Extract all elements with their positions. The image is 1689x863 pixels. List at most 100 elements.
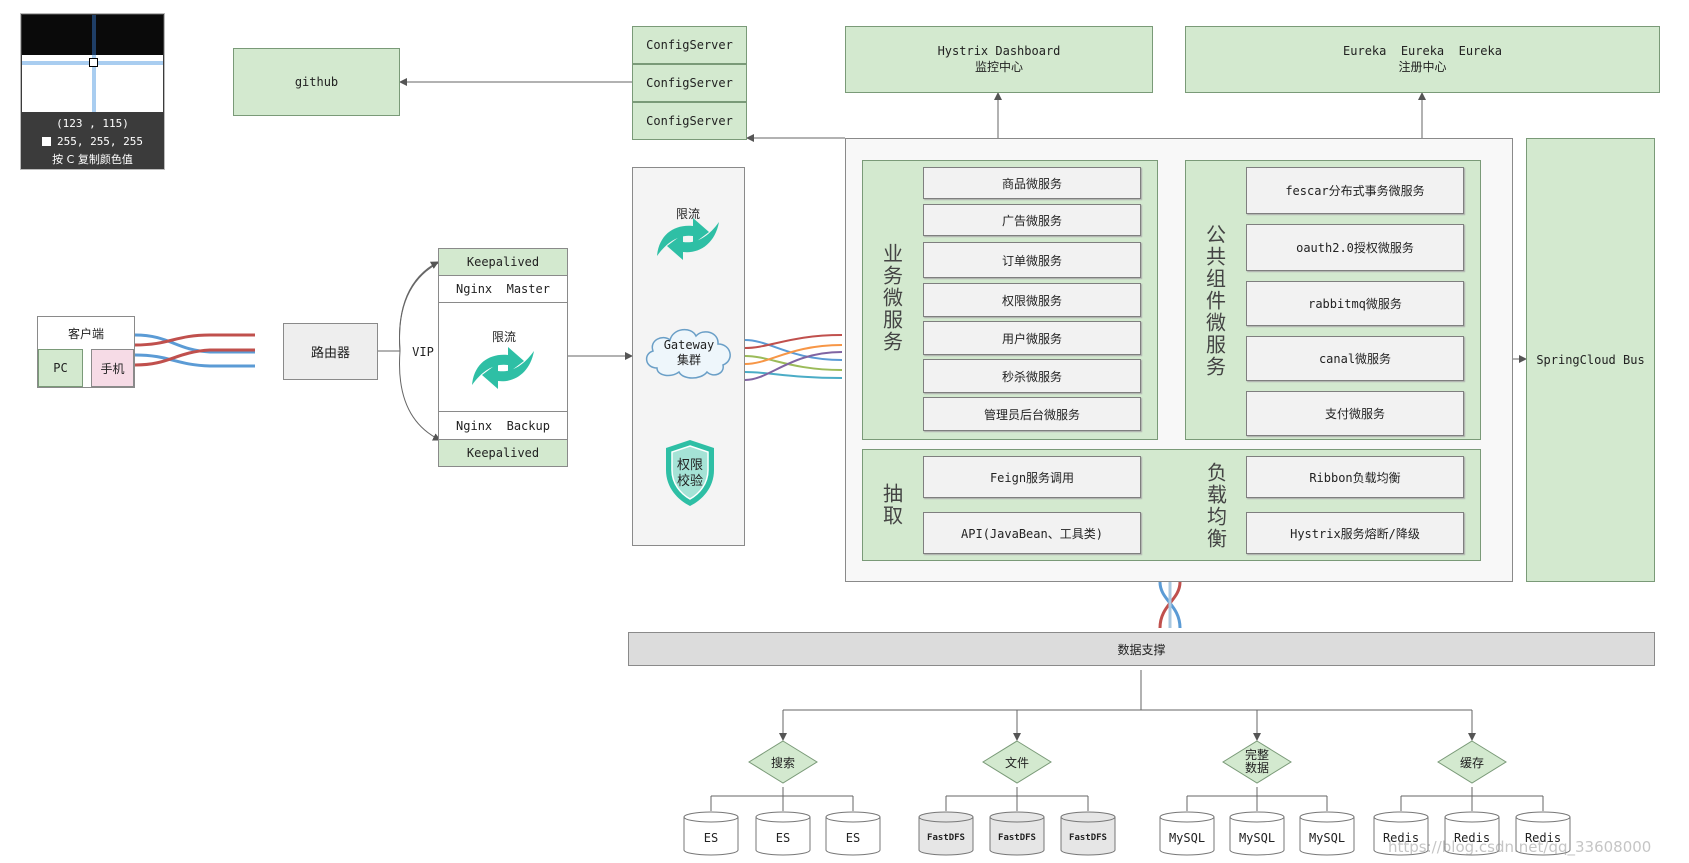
category-label: 搜索 bbox=[770, 755, 795, 770]
magnifier-preview bbox=[22, 15, 163, 112]
database-label: ES bbox=[703, 831, 719, 845]
category-label: 文件 bbox=[1004, 755, 1029, 770]
microservice-container: 业务微服务 商品微服务 广告微服务 订单微服务 权限微服务 用户微服务 秒杀微服… bbox=[845, 138, 1513, 582]
database-cylinder: Redis bbox=[1444, 811, 1500, 856]
github-label: github bbox=[294, 75, 339, 89]
service-user: 用户微服务 bbox=[923, 321, 1141, 355]
service-fescar: fescar分布式事务微服务 bbox=[1246, 167, 1464, 214]
config-server-2: ConfigServer bbox=[632, 64, 747, 102]
database-cylinder: FastDFS bbox=[1060, 811, 1116, 856]
service-product: 商品微服务 bbox=[923, 167, 1141, 199]
database-cylinder: ES bbox=[755, 811, 811, 856]
common-services-panel: 公共组件微服务 fescar分布式事务微服务 oauth2.0授权微服务 rab… bbox=[1185, 160, 1481, 440]
database-cylinder: Redis bbox=[1373, 811, 1429, 856]
router-box: 路由器 bbox=[283, 323, 378, 380]
database-cylinder: ES bbox=[825, 811, 881, 856]
database-cylinder: ES bbox=[683, 811, 739, 856]
service-payment: 支付微服务 bbox=[1246, 391, 1464, 436]
hystrix-subtitle: 监控中心 bbox=[974, 60, 1023, 74]
business-services-panel: 业务微服务 商品微服务 广告微服务 订单微服务 权限微服务 用户微服务 秒杀微服… bbox=[862, 160, 1158, 440]
gateway-limit-label: 限流 bbox=[675, 206, 700, 221]
service-admin: 管理员后台微服务 bbox=[923, 397, 1141, 431]
database-label: MySQL bbox=[1238, 831, 1276, 845]
database-label: Redis bbox=[1453, 831, 1491, 845]
client-title: 客户端 bbox=[67, 326, 104, 341]
rgb-readout: 255, 255, 255 bbox=[21, 132, 164, 150]
feign-item: Feign服务调用 bbox=[923, 456, 1141, 498]
common-label: 公共组件微服务 bbox=[1202, 224, 1227, 378]
github-box: github bbox=[233, 48, 400, 116]
database-label: MySQL bbox=[1168, 831, 1206, 845]
database-label: MySQL bbox=[1308, 831, 1346, 845]
copy-hint: 按 C 复制颜色值 bbox=[52, 153, 133, 166]
database-cylinder: FastDFS bbox=[918, 811, 974, 856]
hystrix-dashboard-box: Hystrix Dashboard 监控中心 bbox=[845, 26, 1153, 93]
category-label: 完整数据 bbox=[1244, 748, 1269, 775]
category-file: 文件 bbox=[982, 740, 1052, 784]
eureka-title: Eureka Eureka Eureka bbox=[1343, 44, 1502, 58]
business-label: 业务微服务 bbox=[879, 243, 904, 353]
extract-balance-panel: 抽取 Feign服务调用 API(JavaBean、工具类) 负载均衡 Ribb… bbox=[862, 449, 1481, 561]
nginx-master: Nginx Master bbox=[439, 276, 567, 303]
shield-icon bbox=[666, 440, 714, 506]
mobile-box: 手机 bbox=[91, 349, 134, 387]
database-label: FastDFS bbox=[998, 832, 1036, 843]
watermark: https://blog.csdn.net/qq_33608000 bbox=[1388, 838, 1652, 856]
database-cylinder: MySQL bbox=[1299, 811, 1355, 856]
database-cylinder: MySQL bbox=[1159, 811, 1215, 856]
pc-box: PC bbox=[38, 349, 83, 387]
database-label: Redis bbox=[1524, 831, 1562, 845]
database-cylinder: Redis bbox=[1515, 811, 1571, 856]
gateway-panel: 限流 Gateway 集群 权限 校验 bbox=[632, 167, 745, 546]
config-server-3: ConfigServer bbox=[632, 102, 747, 140]
database-cylinder: MySQL bbox=[1229, 811, 1285, 856]
eureka-box: Eureka Eureka Eureka 注册中心 bbox=[1185, 26, 1660, 93]
springcloud-bus-box: SpringCloud Bus bbox=[1526, 138, 1655, 582]
nginx-backup: Nginx Backup bbox=[439, 411, 567, 439]
category-cache: 缓存 bbox=[1437, 740, 1507, 784]
database-label: ES bbox=[775, 831, 791, 845]
config-server-label: ConfigServer bbox=[646, 38, 733, 52]
database-label: FastDFS bbox=[927, 832, 965, 843]
balance-label: 负载均衡 bbox=[1203, 462, 1228, 550]
config-server-label: ConfigServer bbox=[646, 114, 733, 128]
nginx-cluster: Keepalived Nginx Master 限流 Nginx Backup … bbox=[438, 248, 568, 467]
keepalived-bottom: Keepalived bbox=[439, 439, 567, 466]
service-seckill: 秒杀微服务 bbox=[923, 359, 1141, 393]
client-box: 客户端 PC 手机 bbox=[37, 316, 135, 388]
database-label: FastDFS bbox=[1069, 832, 1107, 843]
service-canal: canal微服务 bbox=[1246, 336, 1464, 381]
gateway-cloud-label-1: Gateway bbox=[663, 338, 715, 352]
category-search: 搜索 bbox=[748, 740, 818, 784]
ribbon-item: Ribbon负载均衡 bbox=[1246, 456, 1464, 498]
config-server-1: ConfigServer bbox=[632, 26, 747, 64]
service-permission: 权限微服务 bbox=[923, 283, 1141, 317]
database-label: Redis bbox=[1382, 831, 1420, 845]
nginx-limit-label: 限流 bbox=[491, 329, 516, 344]
database-label: ES bbox=[845, 831, 861, 845]
coords-readout: (123 , 115) bbox=[56, 116, 129, 130]
auth-check-label-1: 权限 bbox=[676, 457, 703, 473]
hystrix-item: Hystrix服务熔断/降级 bbox=[1246, 512, 1464, 554]
gateway-cloud-label-2: 集群 bbox=[676, 352, 701, 367]
hystrix-title: Hystrix Dashboard bbox=[937, 44, 1061, 58]
refresh-icon bbox=[472, 347, 534, 389]
keepalived-top: Keepalived bbox=[439, 249, 567, 276]
category-label: 缓存 bbox=[1459, 755, 1484, 770]
extract-label: 抽取 bbox=[879, 483, 904, 527]
service-order: 订单微服务 bbox=[923, 242, 1141, 278]
service-oauth: oauth2.0授权微服务 bbox=[1246, 224, 1464, 271]
refresh-icon bbox=[657, 218, 719, 260]
database-cylinder: FastDFS bbox=[989, 811, 1045, 856]
api-item: API(JavaBean、工具类) bbox=[923, 512, 1141, 554]
color-picker-overlay: (123 , 115) 255, 255, 255 按 C 复制颜色值 bbox=[20, 13, 165, 170]
color-swatch bbox=[41, 136, 51, 146]
eureka-subtitle: 注册中心 bbox=[1398, 60, 1447, 74]
cloud-icon bbox=[645, 328, 731, 379]
auth-check-label-2: 校验 bbox=[676, 473, 703, 489]
config-server-label: ConfigServer bbox=[646, 76, 733, 90]
rgb-value: 255, 255, 255 bbox=[56, 134, 144, 148]
vip-label: VIP bbox=[412, 345, 434, 359]
category-full-data: 完整数据 bbox=[1222, 740, 1292, 784]
